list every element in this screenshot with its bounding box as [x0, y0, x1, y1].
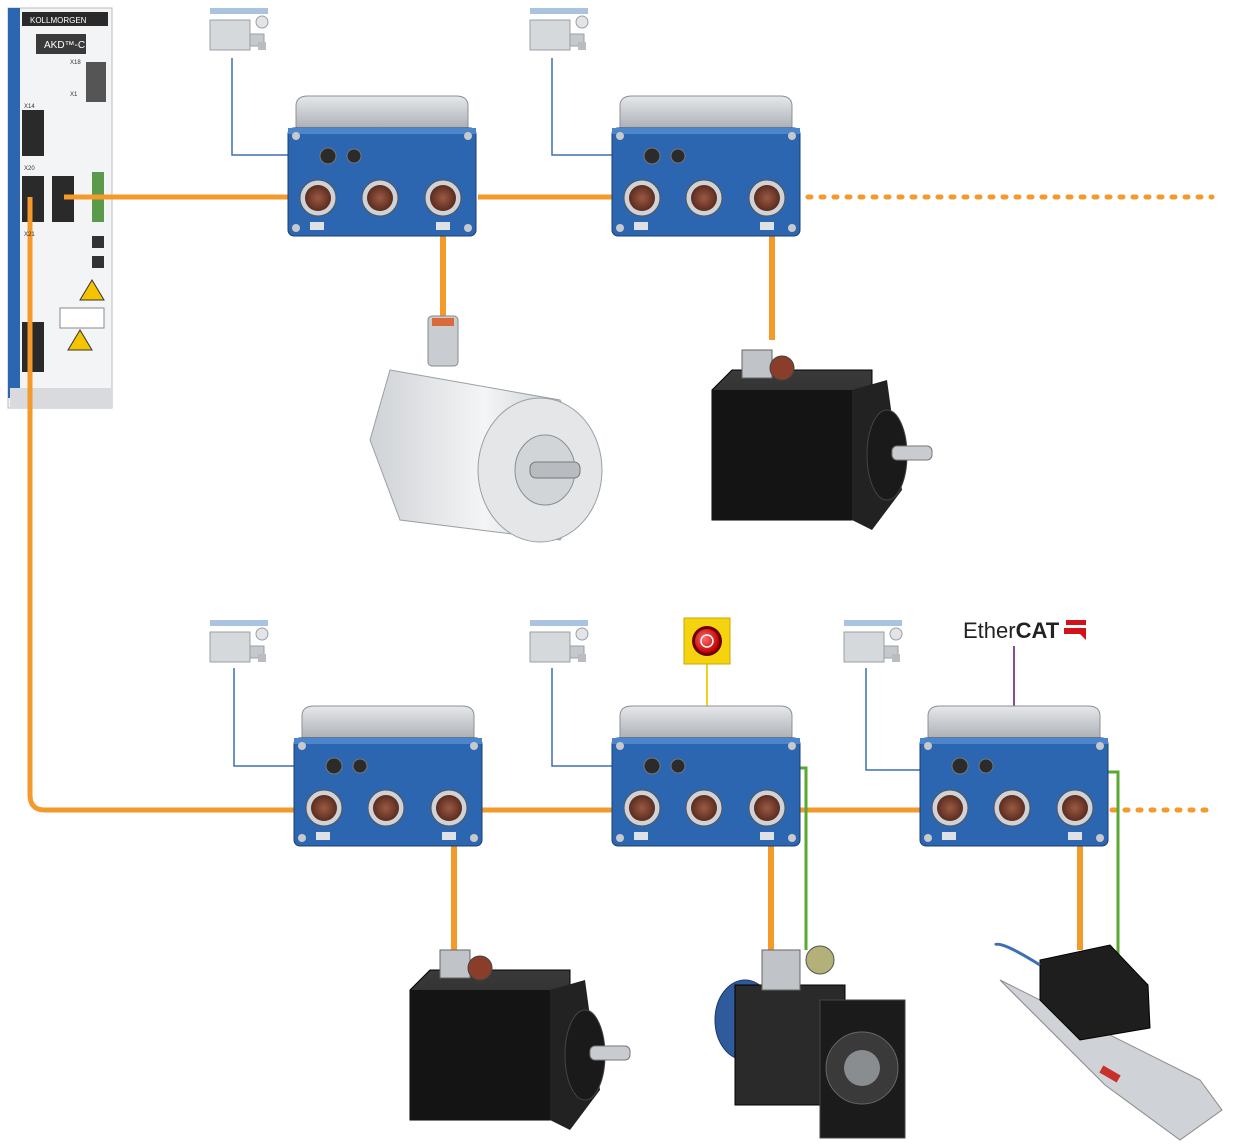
drive-port-label: X1: [70, 92, 78, 98]
sensor-cable: [233, 668, 296, 767]
decentral-module-icon: [611, 705, 801, 847]
drive-port-label: X18: [70, 60, 81, 66]
servo-drive-icon: KOLLMORGEN AKD™-C: [7, 7, 113, 409]
decentral-module-icon: [293, 705, 483, 847]
drive-brand: KOLLMORGEN: [30, 16, 87, 25]
emergency-stop-icon: [683, 617, 731, 665]
ethercat-logo-text-plain: Ether: [963, 618, 1016, 643]
drive-port-label: X14: [24, 104, 35, 110]
gear-motor-icon: [714, 945, 906, 1139]
sensor-icon: [529, 619, 589, 663]
sensor-icon: [209, 7, 269, 51]
drive-port-label: X20: [24, 166, 35, 172]
drive-model: AKD™-C: [44, 40, 85, 51]
sensor-icon: [843, 619, 903, 663]
sensor-cable: [551, 58, 612, 156]
sensor-cable: [231, 58, 290, 156]
sensor-cable: [551, 668, 612, 767]
encoder-icon: [369, 315, 603, 543]
drive-port-label: X21: [24, 232, 35, 238]
ethercat-logo-text-bold: CAT: [1015, 618, 1060, 643]
linear-stage-icon: [993, 942, 1223, 1141]
sensor-cable: [865, 668, 920, 771]
ethercat-logo-icon: [1064, 620, 1086, 640]
sensor-icon: [529, 7, 589, 51]
servo-motor-icon: [711, 349, 933, 531]
decentral-module-icon: [919, 705, 1109, 847]
power-cable: [27, 197, 296, 813]
servo-motor-icon: [409, 949, 631, 1131]
sensor-icon: [209, 619, 269, 663]
ethercat-logo: EtherCAT: [963, 618, 1059, 644]
decentral-module-icon: [287, 95, 477, 237]
decentral-module-icon: [611, 95, 801, 237]
